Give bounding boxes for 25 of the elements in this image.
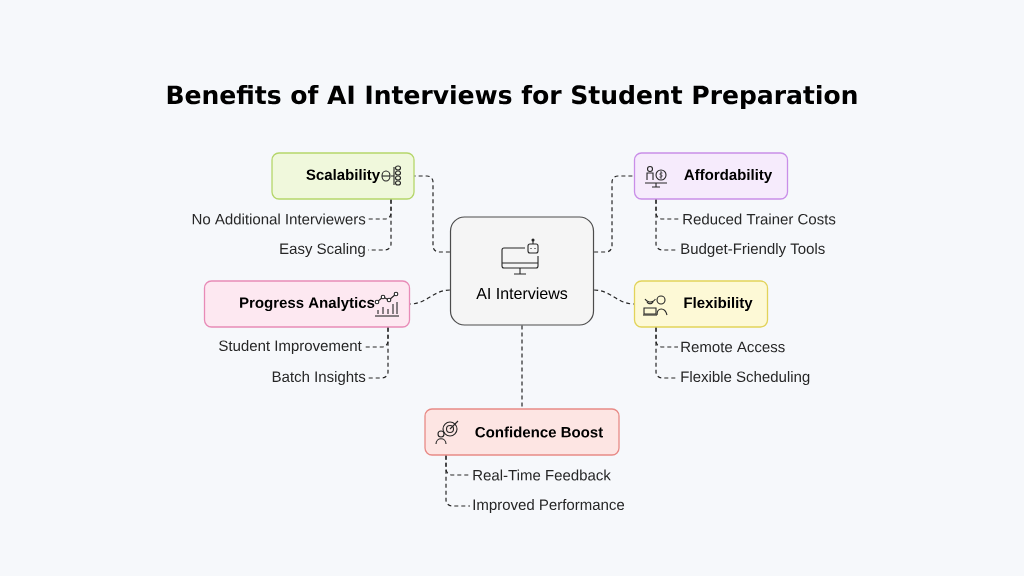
benefit-text: Remote Access	[681, 341, 785, 353]
benefit-text: Real-Time Feedback	[473, 469, 611, 481]
connector	[521, 325, 523, 409]
connector	[367, 327, 389, 379]
benefit-text: No Additional Interviewers	[192, 213, 366, 225]
benefit-text: Improved Performance	[473, 499, 625, 513]
connector	[593, 289, 635, 305]
category-box: Flexibility	[633, 280, 769, 328]
benefit-text: Budget-Friendly Tools	[681, 243, 825, 257]
connector	[445, 455, 471, 507]
category-box: Confidence Boost	[424, 408, 620, 456]
title: Benefits of AI Interviews for Student Preparation	[167, 84, 857, 110]
benefit-text: Flexible Scheduling	[681, 371, 810, 385]
connector	[414, 175, 451, 253]
benefit-text: Batch Insights	[272, 371, 366, 385]
category-box: Affordability	[633, 152, 789, 200]
benefit-text: Reduced Trainer Costs	[683, 213, 836, 225]
category-box: Scalability	[271, 152, 415, 200]
connector	[593, 175, 635, 253]
benefit-text: Student Improvement	[219, 340, 362, 354]
connector	[409, 289, 451, 305]
hub-box: AI Interviews	[449, 216, 595, 326]
benefit-text: Easy Scaling	[280, 243, 365, 257]
category-box: Progress Analytics	[203, 280, 411, 328]
connector	[367, 199, 392, 251]
